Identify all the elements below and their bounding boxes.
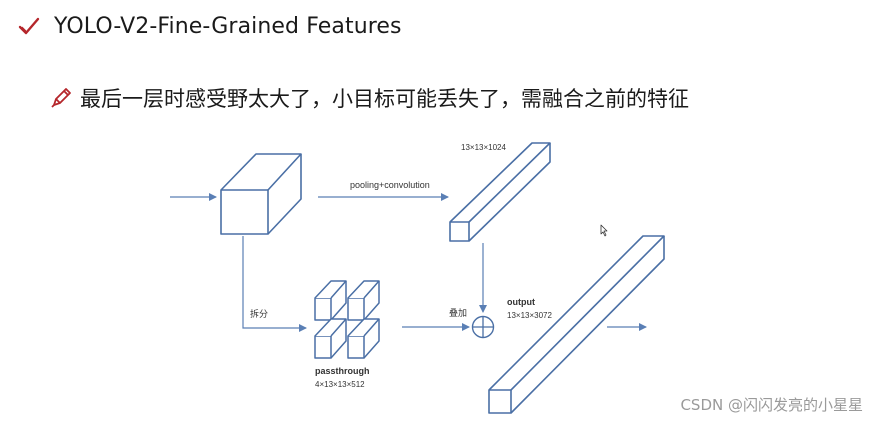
passthrough-blocks: [314, 280, 380, 359]
output-dims: 13×13×3072: [507, 311, 552, 320]
input-feature-map: [220, 153, 302, 235]
passthrough-block: [347, 280, 380, 321]
stack-label: 叠加: [449, 308, 467, 318]
slide-title-row: YOLO-V2-Fine-Grained Features: [18, 8, 402, 44]
passthrough-block: [314, 318, 347, 359]
top-dims-label: 13×13×1024: [461, 143, 506, 152]
check-icon: [18, 17, 40, 35]
output-label: output: [507, 297, 535, 307]
pooling-label: pooling+convolution: [350, 180, 430, 190]
passthrough-dims: 4×13×13×512: [315, 380, 365, 389]
top-feature-map: [449, 142, 551, 242]
split-label: 拆分: [250, 308, 268, 319]
passthrough-block: [314, 280, 347, 321]
bullet-row: 最后一层时感受野太大了，小目标可能丢失了，需融合之前的特征: [50, 80, 689, 116]
output-feature-map: [488, 235, 665, 414]
slide-title: YOLO-V2-Fine-Grained Features: [54, 13, 402, 39]
mouse-cursor-icon: [600, 224, 608, 237]
split-arrow: [242, 236, 307, 332]
watermark: CSDN @闪闪发亮的小星星: [680, 396, 863, 414]
bullet-text: 最后一层时感受野太大了，小目标可能丢失了，需融合之前的特征: [80, 87, 689, 111]
passthrough-label: passthrough: [315, 366, 370, 376]
concat-node: [471, 315, 495, 339]
passthrough-block: [347, 318, 380, 359]
pencil-icon: [51, 88, 71, 108]
